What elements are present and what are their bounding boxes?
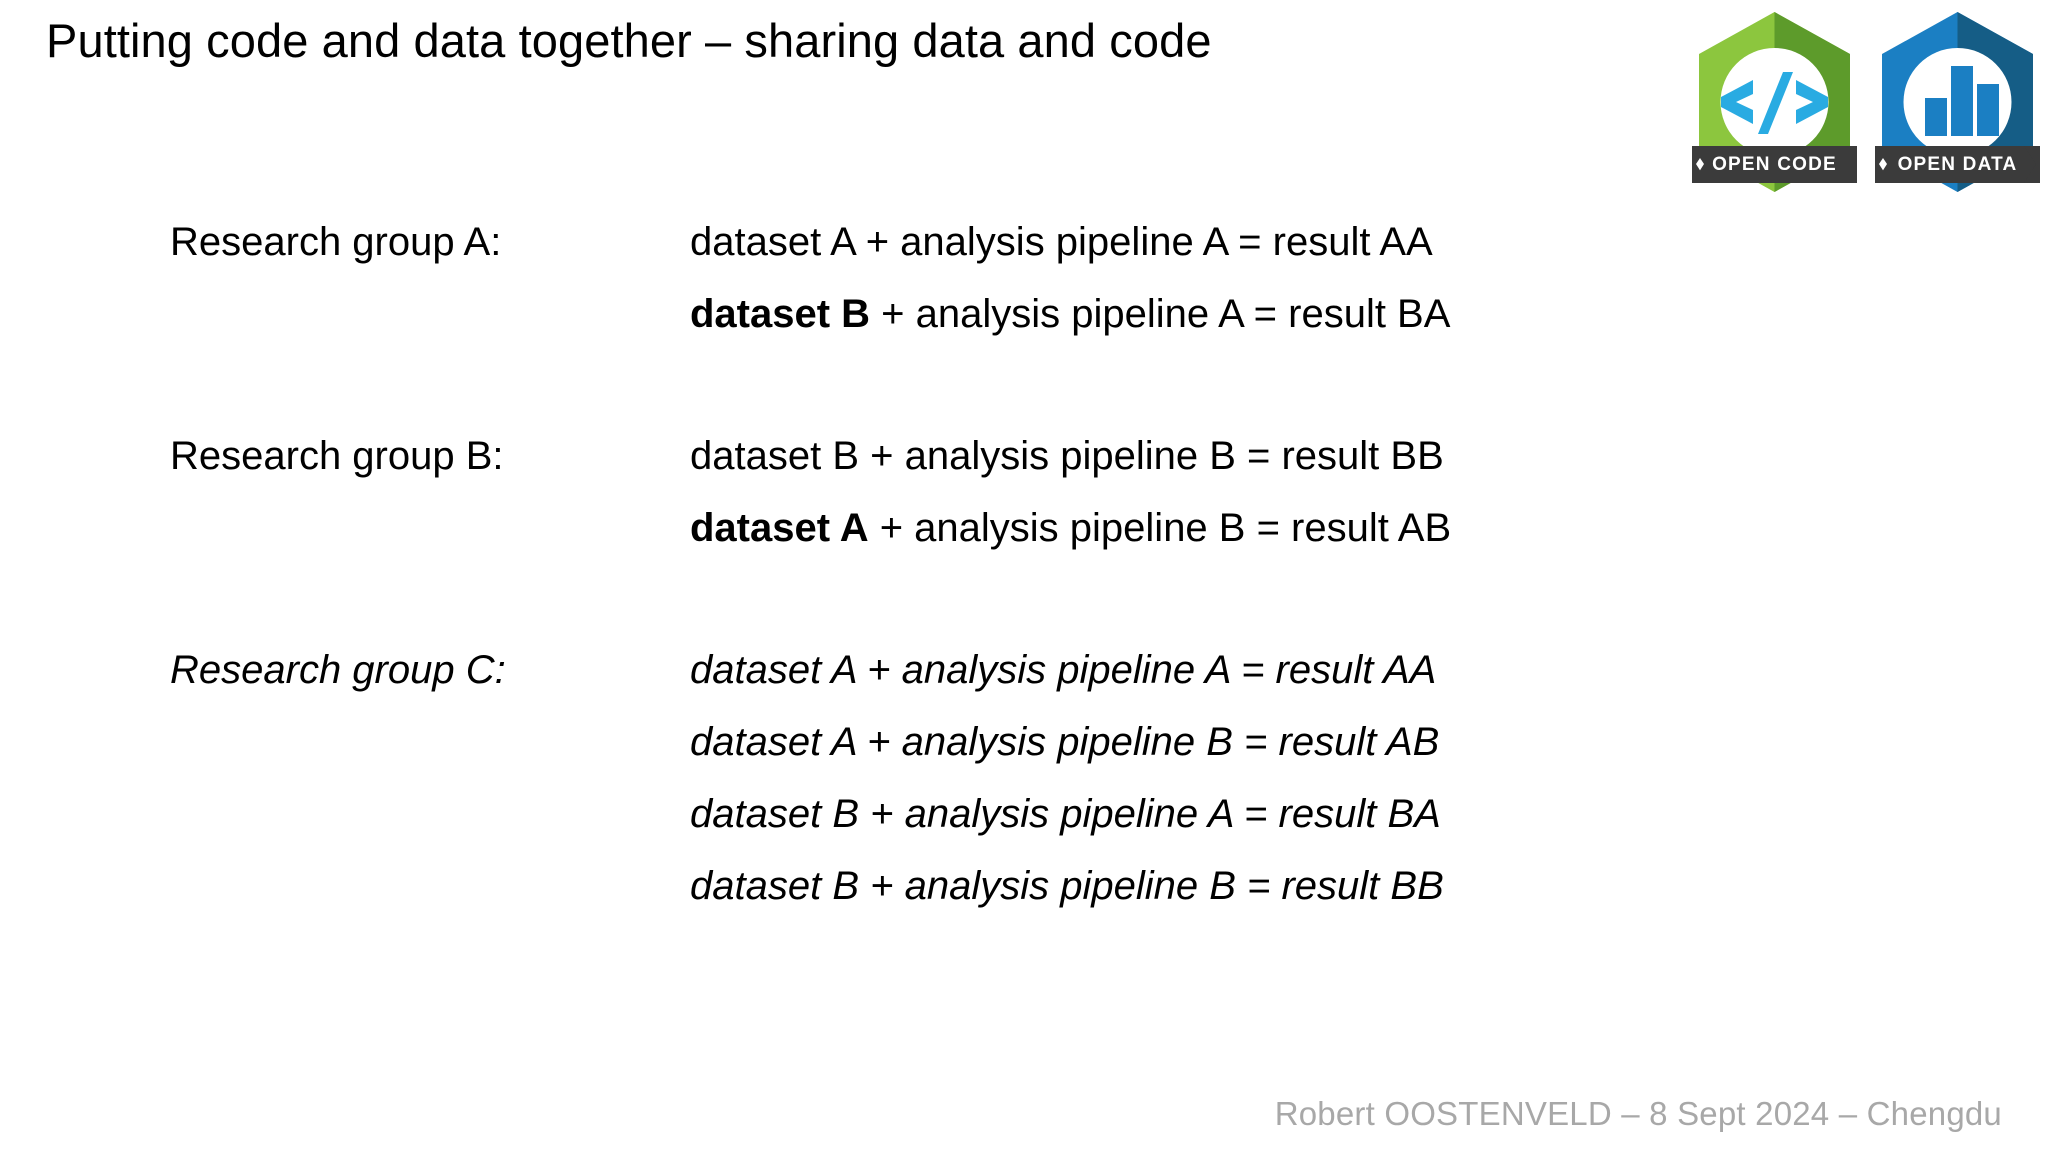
line-text: + analysis pipeline B = result AB xyxy=(868,506,1452,550)
line-text: + analysis pipeline A = result BA xyxy=(870,292,1451,336)
line-bold-prefix: dataset A xyxy=(690,506,869,550)
list-item: dataset A + analysis pipeline A = result… xyxy=(690,634,1444,706)
list-item: dataset B + analysis pipeline A = result… xyxy=(690,778,1444,850)
bar-chart-icon xyxy=(1925,66,1999,136)
research-group-a-lines: dataset A + analysis pipeline A = result… xyxy=(690,206,1450,350)
list-item: dataset A + analysis pipeline B = result… xyxy=(690,706,1444,778)
line-text: dataset B + analysis pipeline B = result… xyxy=(690,864,1444,908)
list-item: dataset B + analysis pipeline B = result… xyxy=(690,850,1444,922)
line-text: dataset B + analysis pipeline A = result… xyxy=(690,792,1441,836)
line-text: dataset A + analysis pipeline B = result… xyxy=(690,720,1440,764)
list-item: dataset B + analysis pipeline A = result… xyxy=(690,278,1450,350)
research-group-c-lines: dataset A + analysis pipeline A = result… xyxy=(690,634,1444,922)
slide-footer: Robert OOSTENVELD – 8 Sept 2024 – Chengd… xyxy=(1274,1095,2002,1132)
open-code-badge: OPEN CODE xyxy=(1690,8,1859,196)
list-item: dataset A + analysis pipeline A = result… xyxy=(690,206,1450,278)
list-item: dataset A + analysis pipeline B = result… xyxy=(690,492,1451,564)
open-code-ribbon-label: OPEN CODE xyxy=(1712,154,1837,175)
line-text: dataset B + analysis pipeline B = result… xyxy=(690,434,1444,478)
research-group-b-label: Research group B: xyxy=(170,434,504,478)
open-data-ribbon-label: OPEN DATA xyxy=(1897,154,2018,175)
page-title: Putting code and data together – sharing… xyxy=(46,14,1212,67)
research-group-b-lines: dataset B + analysis pipeline B = result… xyxy=(690,420,1451,564)
line-text: dataset A + analysis pipeline A = result… xyxy=(690,220,1433,264)
badge-group: OPEN CODE OPEN DATA xyxy=(1690,8,2042,198)
line-text: dataset A + analysis pipeline A = result… xyxy=(690,648,1437,692)
open-data-badge: OPEN DATA xyxy=(1873,8,2042,196)
line-bold-prefix: dataset B xyxy=(690,292,871,336)
research-group-c-label: Research group C: xyxy=(170,648,506,692)
list-item: dataset B + analysis pipeline B = result… xyxy=(690,420,1451,492)
research-group-a-label: Research group A: xyxy=(170,220,502,264)
code-glyph-icon xyxy=(1721,72,1828,134)
